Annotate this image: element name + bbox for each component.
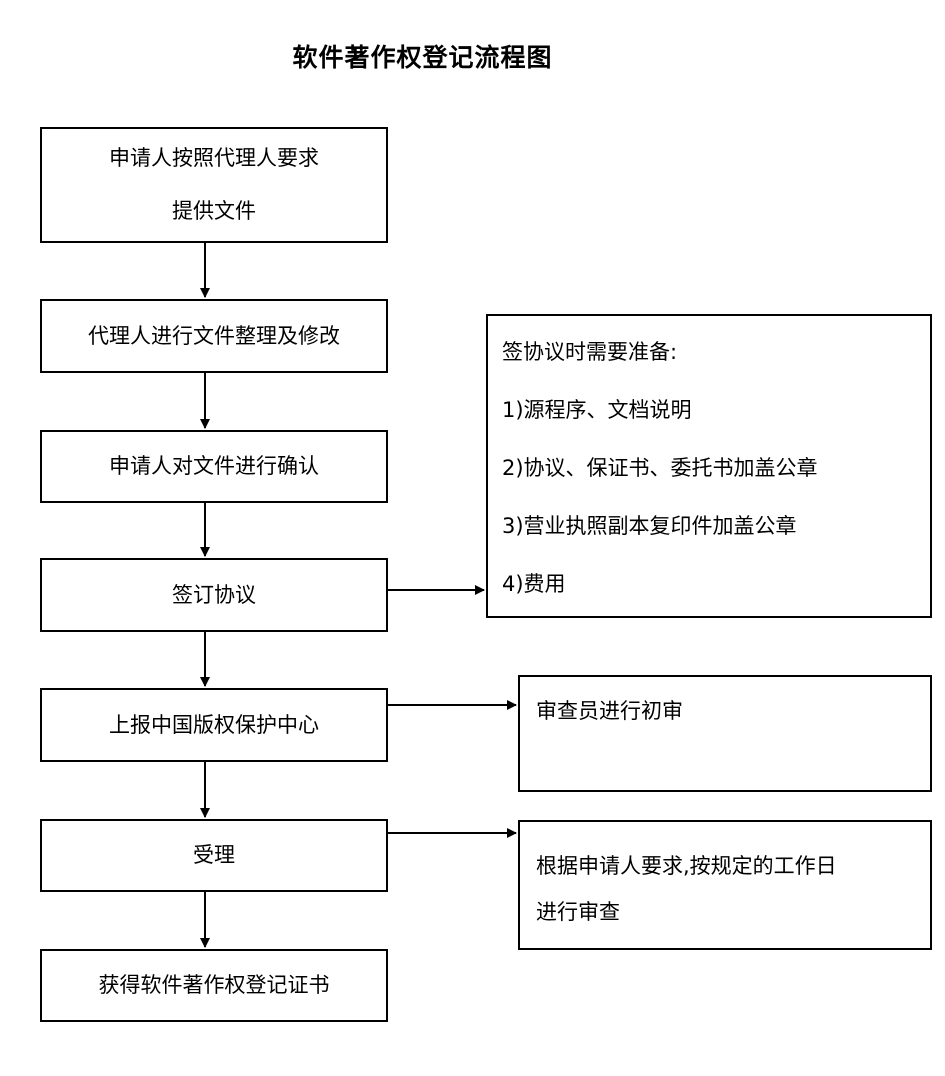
step-submit-to-center-label: 上报中国版权保护中心 — [109, 712, 319, 737]
note-agreement-requirements: 签协议时需要准备: 1)源程序、文档说明 2)协议、保证书、委托书加盖公章 3)… — [486, 314, 932, 618]
step-acceptance: 受理 — [40, 819, 388, 892]
note-agreement-item: 3)营业执照副本复印件加盖公章 — [502, 514, 797, 538]
step-provide-documents-line1: 申请人按照代理人要求 — [109, 146, 319, 170]
step-acceptance-label: 受理 — [193, 843, 235, 867]
step-sign-agreement: 签订协议 — [40, 558, 388, 632]
note-acceptance-review: 根据申请人要求,按规定的工作日 进行审查 — [518, 820, 932, 950]
step-provide-documents-line2: 提供文件 — [172, 199, 256, 223]
step-sign-agreement-label: 签订协议 — [172, 582, 256, 607]
step-confirm-documents-label: 申请人对文件进行确认 — [109, 454, 319, 478]
step-obtain-certificate-label: 获得软件著作权登记证书 — [98, 973, 330, 997]
step-organize-documents-label: 代理人进行文件整理及修改 — [88, 323, 340, 348]
step-submit-to-center: 上报中国版权保护中心 — [40, 688, 388, 762]
note-acceptance-line1: 根据申请人要求,按规定的工作日 — [536, 854, 837, 878]
note-initial-review: 审查员进行初审 — [518, 675, 932, 792]
note-initial-review-label: 审查员进行初审 — [536, 699, 683, 723]
note-agreement-item: 4)费用 — [502, 572, 566, 596]
step-obtain-certificate: 获得软件著作权登记证书 — [40, 949, 388, 1022]
note-acceptance-line2: 进行审查 — [536, 900, 620, 924]
note-agreement-item: 2)协议、保证书、委托书加盖公章 — [502, 456, 818, 480]
page-title: 软件著作权登记流程图 — [292, 43, 553, 72]
step-confirm-documents: 申请人对文件进行确认 — [40, 430, 388, 503]
note-agreement-heading: 签协议时需要准备: — [502, 340, 678, 364]
step-provide-documents: 申请人按照代理人要求 提供文件 — [40, 127, 388, 243]
step-organize-documents: 代理人进行文件整理及修改 — [40, 299, 388, 373]
note-agreement-item: 1)源程序、文档说明 — [502, 398, 692, 422]
